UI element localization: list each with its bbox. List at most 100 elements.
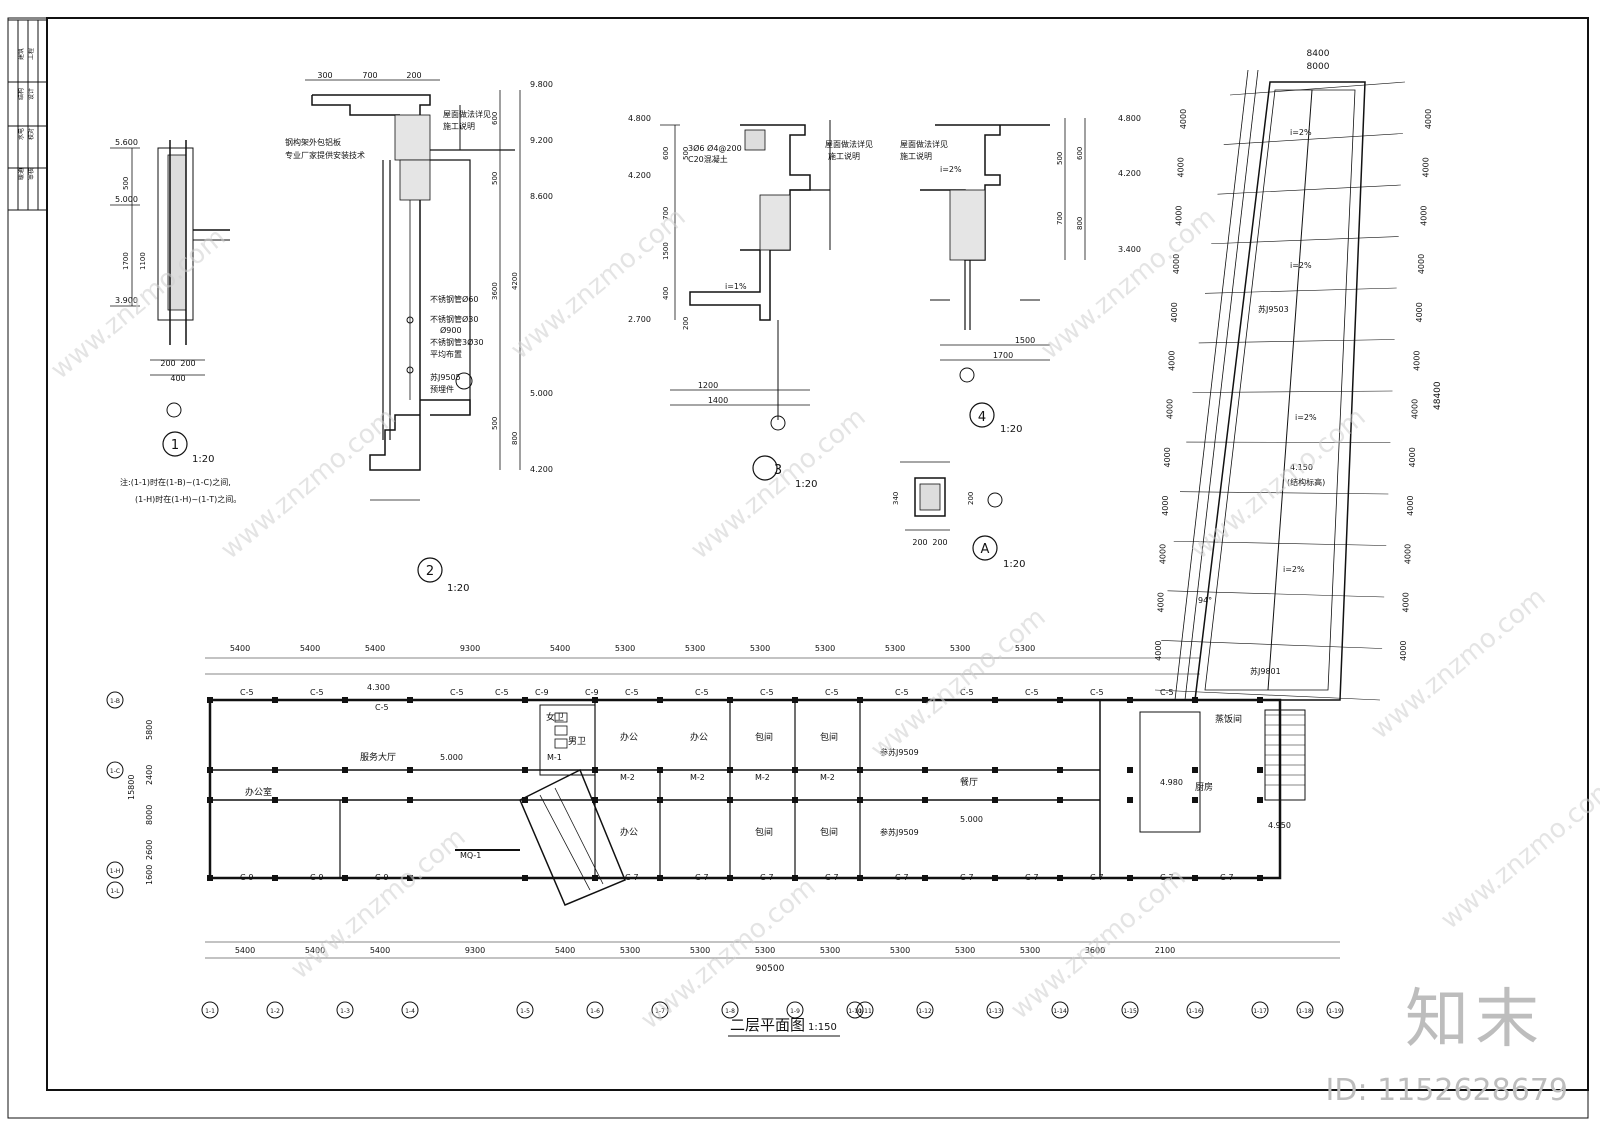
dimension: 4000 (1399, 640, 1408, 660)
slope-mark: i=2% (1295, 413, 1317, 422)
axis-label: 1-1 (205, 1008, 215, 1015)
callout-note: 3Ø6 Ø4@200 (688, 143, 742, 153)
dimension: 500 (122, 177, 130, 190)
detail-scale: 1:20 (1000, 424, 1022, 435)
structural-column (657, 697, 663, 703)
watermark: www.znzmo.com (685, 402, 871, 565)
dimension: 5300 (620, 946, 640, 955)
dimension: 700 (362, 71, 377, 80)
reference-note: 参苏J9509 (880, 747, 919, 757)
dimension: 4000 (1172, 254, 1181, 274)
structural-column (272, 875, 278, 881)
drawing-border (46, 17, 1589, 1091)
watermark: www.znzmo.com (285, 822, 471, 985)
callout-note: 专业厂家提供安装技术 (285, 150, 365, 160)
title-block (8, 19, 47, 211)
structural-column (857, 797, 863, 803)
structural-column (407, 875, 413, 881)
structural-column (342, 767, 348, 773)
dimension: 4000 (1168, 350, 1177, 370)
axis-label: 1-18 (1298, 1008, 1312, 1015)
dimension: 4000 (1413, 350, 1422, 370)
roof-bay-line (1167, 590, 1385, 598)
axis-bubble (916, 1001, 934, 1019)
watermark: www.znzmo.com (1005, 862, 1191, 1025)
structural-column (1127, 797, 1133, 803)
dimension: 2100 (1155, 946, 1175, 955)
window-tag: C-7 (895, 873, 909, 882)
structural-column (592, 767, 598, 773)
window-tag: C-5 (895, 688, 909, 697)
callout-note: C20混凝土 (688, 154, 728, 164)
dimension: 4000 (1419, 205, 1428, 225)
structural-column (657, 797, 663, 803)
dimension: 4000 (1156, 592, 1165, 612)
dimension: 8000 (1307, 62, 1330, 72)
structural-column (522, 797, 528, 803)
dimension: 5300 (950, 644, 970, 653)
structural-column (727, 797, 733, 803)
dimension: 5300 (815, 644, 835, 653)
dimension: 340 (892, 492, 900, 505)
elevation-mark: 2.700 (628, 315, 651, 324)
room-label: 女卫 (546, 711, 564, 723)
dimension: 5400 (365, 644, 385, 653)
dimension: 4000 (1410, 399, 1419, 419)
callout-note: 不锈钢管3Ø30 (430, 337, 484, 347)
window-tag: C-5 (1025, 688, 1039, 697)
structural-column (522, 875, 528, 881)
elevation-mark: 5.000 (440, 753, 463, 762)
callout-note: 不锈钢管Ø60 (430, 294, 478, 304)
elevation-mark: 4.200 (530, 465, 553, 474)
structural-column (727, 697, 733, 703)
structural-column (1127, 875, 1133, 881)
reference-note: 苏J9503 (1258, 304, 1289, 314)
note-text: (1-H)时在(1-H)~(1-T)之间。 (135, 494, 241, 504)
dimension: 4200 (511, 272, 519, 290)
structural-column (922, 767, 928, 773)
room-label: 蒸饭间 (1215, 713, 1242, 725)
slope-mark: i=2% (1290, 128, 1312, 137)
axis-label: 1-11 (858, 1008, 872, 1015)
dimension: 800 (1076, 217, 1084, 230)
roof-wing (1174, 69, 1366, 701)
axis-bubble (1251, 1001, 1269, 1019)
detail-scale: 1:20 (192, 454, 214, 465)
axis-label: 1-15 (1123, 1008, 1137, 1015)
floor-plan (208, 698, 1306, 906)
structural-column (922, 697, 928, 703)
axis-label: 1-12 (918, 1008, 932, 1015)
detail-scale: 1:20 (795, 479, 817, 490)
watermark: www.znzmo.com (865, 602, 1051, 765)
overall-dimension: 15800 (127, 775, 136, 800)
title-block-cell: 校对 (27, 128, 35, 140)
elevation-mark: 5.000 (115, 195, 138, 204)
window-tag: C-5 (760, 688, 774, 697)
detail-scale: 1:20 (1003, 559, 1025, 570)
dimension: 200 (932, 538, 947, 547)
structural-column (592, 797, 598, 803)
structural-column (1127, 697, 1133, 703)
axis-label: 1-H (110, 868, 121, 875)
axis-bubble (1326, 1001, 1344, 1019)
dimension: 700 (662, 207, 670, 220)
window-tag: C-5 (375, 703, 389, 712)
reference-note: 苏J9801 (1250, 666, 1281, 676)
dimension: 4000 (1170, 302, 1179, 322)
dimension: 1600 (145, 865, 154, 885)
callout-note: i=2% (940, 165, 962, 174)
roof-bay-line (1154, 689, 1381, 701)
structural-column (1192, 767, 1198, 773)
structural-column (1192, 875, 1198, 881)
dimension: 3600 (491, 282, 499, 300)
callout-note: 钢构架外包铝板 (285, 137, 341, 147)
axis-bubble (106, 761, 124, 779)
structural-column (592, 697, 598, 703)
elevation-mark: 4.300 (367, 683, 390, 692)
dimension: 1100 (139, 252, 147, 270)
axis-bubble (1121, 1001, 1139, 1019)
elevation-mark: 9.200 (530, 136, 553, 145)
dimension: 4000 (1163, 447, 1172, 467)
room-label: 服务大厅 (360, 751, 396, 763)
